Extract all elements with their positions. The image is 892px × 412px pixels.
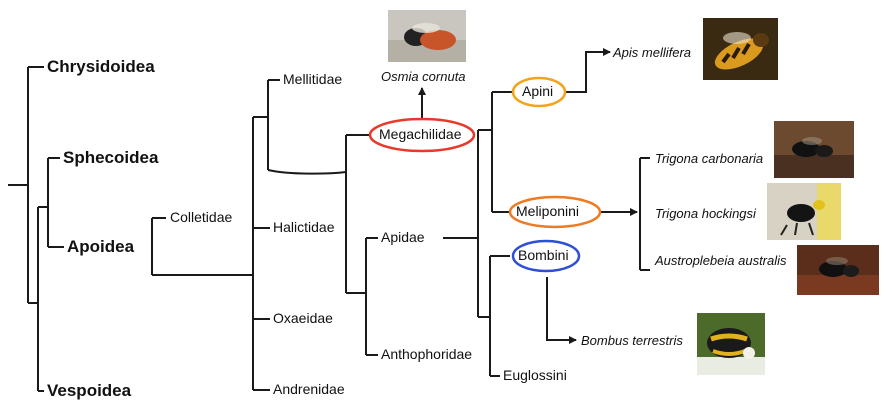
- superfamily-chrysidoidea: Chrysidoidea: [47, 57, 155, 76]
- family-apidae: Apidae: [381, 229, 425, 245]
- arrow-bombus: [546, 277, 577, 344]
- tree-branches: [8, 66, 650, 392]
- arrows: [418, 48, 638, 344]
- arrow-apis: [565, 48, 611, 93]
- family-oxaeidae: Oxaeidae: [273, 310, 333, 326]
- apini-oval: [511, 76, 567, 108]
- family-mellitidae: Mellitidae: [283, 71, 343, 87]
- family-anthophoridae: Anthophoridae: [381, 346, 473, 362]
- bombini-oval: [511, 239, 581, 273]
- tribe-apini: Apini: [522, 83, 554, 99]
- tribe-euglossini: Euglossini: [503, 367, 567, 383]
- osmia-cornuta-photo: [388, 10, 466, 62]
- family-halictidae: Halictidae: [273, 219, 335, 235]
- austroplebeia-australis-photo: [797, 245, 879, 295]
- species-bombus-terrestris: Bombus terrestris: [581, 333, 683, 348]
- species-austroplebeia-australis: Austroplebeia australis: [655, 253, 787, 268]
- species-trigona-hockingsi: Trigona hockingsi: [655, 206, 756, 221]
- species-trigona-carbonaria: Trigona carbonaria: [655, 151, 764, 166]
- trigona-hockingsi-photo: [767, 183, 841, 240]
- branch-long-tongued: [267, 169, 347, 175]
- megachilidae-oval: [368, 117, 476, 153]
- species-apis-mellifera: Apis mellifera: [613, 45, 692, 60]
- trigona-carbonaria-photo: [774, 121, 854, 178]
- apis-mellifera-photo: [703, 18, 778, 80]
- superfamily-sphecoidea: Sphecoidea: [63, 148, 159, 167]
- bombus-terrestris-photo: [697, 313, 765, 375]
- family-megachilidae: Megachilidae: [379, 126, 462, 142]
- superfamily-apoidea: Apoidea: [67, 237, 135, 256]
- meliponini-oval: [508, 195, 602, 229]
- family-andrenidae: Andrenidae: [273, 381, 345, 397]
- species-osmia-cornuta: Osmia cornuta: [381, 69, 466, 84]
- tribe-bombini: Bombini: [518, 247, 569, 263]
- superfamily-vespoidea: Vespoidea: [47, 381, 132, 400]
- family-colletidae: Colletidae: [170, 209, 233, 225]
- tribe-meliponini: Meliponini: [516, 203, 580, 219]
